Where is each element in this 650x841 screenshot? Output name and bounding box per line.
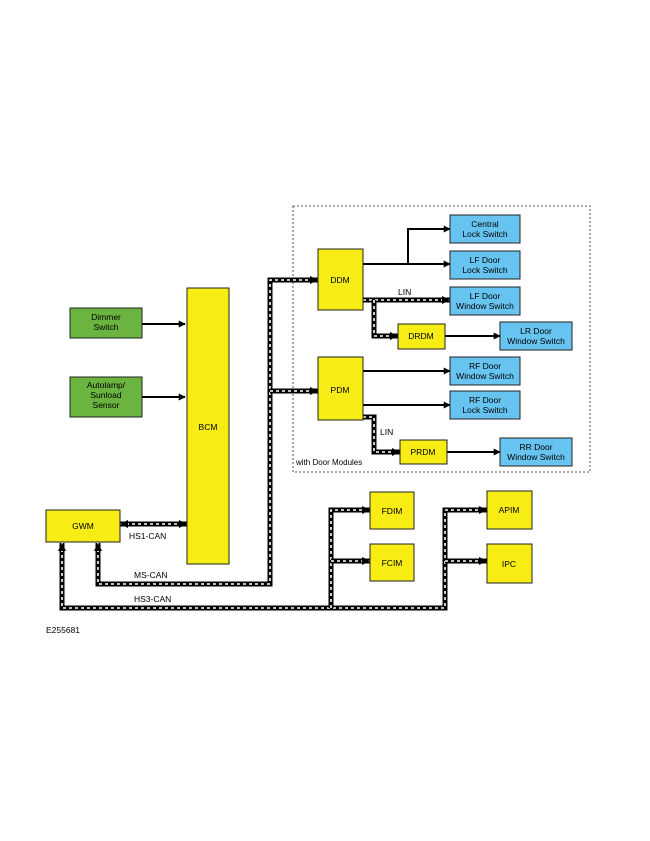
lf-door-lock-switch-line1: LF Door: [470, 255, 501, 265]
lr-door-window-switch-line1: LR Door: [520, 326, 552, 336]
pdm-module: PDM: [317, 356, 364, 421]
lf-door-window-switch: LF Door Window Switch: [449, 286, 521, 316]
prdm-module: PRDM: [399, 439, 448, 465]
rf-door-lock-switch: RF Door Lock Switch: [449, 390, 521, 420]
lin-label-rear: LIN: [380, 427, 393, 437]
fcim-label: FCIM: [382, 558, 403, 568]
bcm-label: BCM: [199, 422, 218, 432]
ddm-label: DDM: [330, 275, 349, 285]
rf-door-window-switch: RF Door Window Switch: [449, 356, 521, 386]
gwm-module: GWM: [45, 509, 121, 543]
rf-door-window-switch-line2: Window Switch: [456, 371, 514, 381]
lf-door-lock-switch-line2: Lock Switch: [462, 265, 508, 275]
central-lock-switch-line1: Central: [471, 219, 499, 229]
rr-door-window-switch-line1: RR Door: [519, 442, 552, 452]
pdm-label: PDM: [331, 385, 350, 395]
drdm-label: DRDM: [408, 331, 434, 341]
autolamp-label-line3: Sensor: [93, 400, 120, 410]
autolamp-label-line2: Sunload: [90, 390, 121, 400]
gwm-label: GWM: [72, 521, 94, 531]
autolamp-sunload-sensor: Autolamp/ Sunload Sensor: [69, 376, 143, 418]
lf-door-window-switch-line1: LF Door: [470, 291, 501, 301]
ms-can-label: MS-CAN: [134, 570, 168, 580]
door-modules-caption: with Door Modules: [295, 458, 362, 467]
hardwired-connections: [142, 225, 501, 456]
rr-door-window-switch: RR Door Window Switch: [499, 437, 573, 467]
fdim-label: FDIM: [382, 506, 403, 516]
lf-door-window-switch-line2: Window Switch: [456, 301, 514, 311]
figure-id: E255681: [46, 625, 80, 635]
rf-door-window-switch-line1: RF Door: [469, 361, 501, 371]
drdm-module: DRDM: [397, 323, 446, 350]
fdim-module: FDIM: [369, 491, 415, 530]
lr-door-window-switch: LR Door Window Switch: [499, 321, 573, 351]
lin-label-front: LIN: [398, 287, 411, 297]
hs1-can-label: HS1-CAN: [129, 531, 166, 541]
bcm-module: BCM: [186, 287, 230, 565]
lf-door-lock-switch: LF Door Lock Switch: [449, 250, 521, 280]
dimmer-switch-label-line1: Dimmer: [91, 312, 121, 322]
hs3-can-bus: [59, 507, 487, 611]
rr-door-window-switch-line2: Window Switch: [507, 452, 565, 462]
rf-door-lock-switch-line1: RF Door: [469, 395, 501, 405]
apim-module: APIM: [486, 490, 533, 530]
central-lock-switch: Central Lock Switch: [449, 214, 521, 244]
ipc-label: IPC: [502, 559, 516, 569]
lr-door-window-switch-line2: Window Switch: [507, 336, 565, 346]
lin-bus-rear: [363, 414, 400, 455]
bus-arrowheads: [58, 276, 487, 565]
fcim-module: FCIM: [369, 543, 415, 582]
rf-door-lock-switch-line2: Lock Switch: [462, 405, 508, 415]
ipc-module: IPC: [486, 543, 533, 584]
prdm-label: PRDM: [410, 447, 435, 457]
ddm-module: DDM: [317, 248, 364, 311]
autolamp-label-line1: Autolamp/: [87, 380, 126, 390]
door-modules-frame: [292, 205, 591, 473]
hs3-can-label: HS3-CAN: [134, 594, 171, 604]
central-lock-switch-line2: Lock Switch: [462, 229, 508, 239]
dimmer-switch-label-line2: Switch: [93, 322, 118, 332]
dimmer-switch: Dimmer Switch: [69, 307, 143, 339]
apim-label: APIM: [499, 505, 520, 515]
